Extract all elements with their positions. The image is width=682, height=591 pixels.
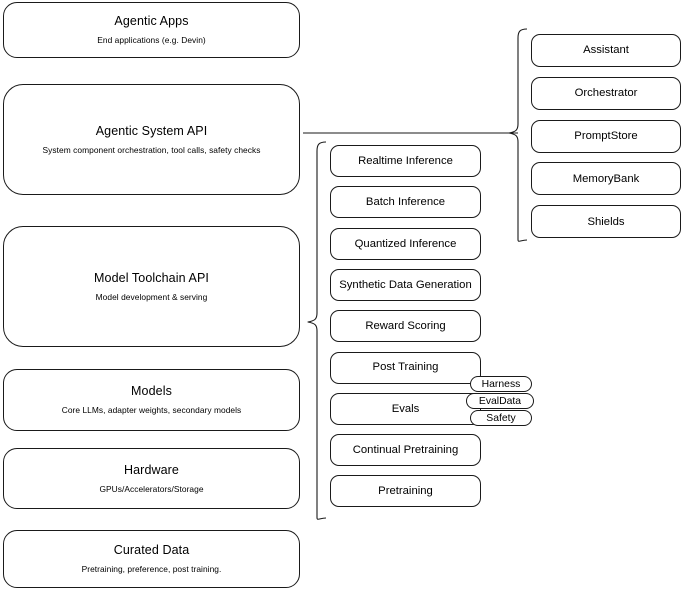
toolchain-item-post-training[interactable]: Post Training	[330, 351, 481, 384]
system-item-promptstore[interactable]: PromptStore	[531, 119, 681, 153]
layer-subtitle: System component orchestration, tool cal…	[42, 144, 261, 155]
layer-box-model-toolchain-api[interactable]: Model Toolchain API Model development & …	[3, 226, 300, 347]
system-item-shields[interactable]: Shields	[531, 205, 681, 239]
item-label: Shields	[587, 215, 625, 228]
layer-box-hardware[interactable]: Hardware GPUs/Accelerators/Storage	[3, 448, 300, 509]
layer-subtitle: GPUs/Accelerators/Storage	[99, 483, 204, 494]
layer-title: Models	[131, 384, 172, 399]
item-label: Realtime Inference	[358, 154, 453, 167]
curly-brace-agentic-system-components	[508, 28, 528, 242]
system-item-orchestrator[interactable]: Orchestrator	[531, 76, 681, 110]
toolchain-item-quantized-inference[interactable]: Quantized Inference	[330, 227, 481, 260]
eval-tag-label: Harness	[481, 378, 521, 390]
item-label: Evals	[391, 402, 420, 415]
layer-subtitle: Pretraining, preference, post training.	[81, 564, 222, 575]
layer-box-agentic-system-api[interactable]: Agentic System API System component orch…	[3, 84, 300, 195]
layer-box-models[interactable]: Models Core LLMs, adapter weights, secon…	[3, 369, 300, 431]
item-label: Orchestrator	[574, 87, 638, 100]
item-label: PromptStore	[574, 130, 638, 143]
system-item-memorybank[interactable]: MemoryBank	[531, 162, 681, 196]
layer-subtitle: End applications (e.g. Devin)	[97, 35, 206, 46]
item-label: Reward Scoring	[365, 320, 446, 333]
layer-subtitle: Model development & serving	[95, 291, 208, 302]
layer-title: Model Toolchain API	[94, 270, 209, 285]
layer-box-agentic-apps[interactable]: Agentic Apps End applications (e.g. Devi…	[3, 2, 300, 58]
item-label: Continual Pretraining	[352, 444, 459, 457]
toolchain-item-batch-inference[interactable]: Batch Inference	[330, 186, 481, 219]
eval-tag-evaldata[interactable]: EvalData	[466, 393, 534, 409]
item-label: Post Training	[372, 361, 439, 374]
toolchain-item-pretraining[interactable]: Pretraining	[330, 475, 481, 508]
item-label: Quantized Inference	[354, 237, 457, 250]
layer-title: Curated Data	[113, 543, 190, 558]
toolchain-item-continual-pretraining[interactable]: Continual Pretraining	[330, 434, 481, 467]
layer-title: Agentic Apps	[114, 14, 189, 29]
item-label: Synthetic Data Generation	[339, 278, 472, 291]
layer-title: Hardware	[124, 462, 179, 477]
eval-tag-label: Safety	[486, 412, 516, 424]
toolchain-item-reward-scoring[interactable]: Reward Scoring	[330, 310, 481, 343]
item-label: MemoryBank	[572, 172, 640, 185]
toolchain-item-realtime-inference[interactable]: Realtime Inference	[330, 145, 481, 177]
item-label: Pretraining	[378, 485, 433, 498]
item-label: Batch Inference	[365, 196, 446, 209]
item-label: Assistant	[583, 44, 629, 57]
layer-subtitle: Core LLMs, adapter weights, secondary mo…	[61, 405, 242, 416]
layer-box-curated-data[interactable]: Curated Data Pretraining, preference, po…	[3, 530, 300, 588]
eval-tag-safety[interactable]: Safety	[470, 410, 532, 426]
layer-title: Agentic System API	[95, 123, 208, 138]
toolchain-item-evals[interactable]: Evals	[330, 392, 481, 425]
eval-tag-label: EvalData	[478, 395, 522, 407]
eval-tag-harness[interactable]: Harness	[470, 376, 532, 392]
curly-brace-model-toolchain-components	[307, 141, 327, 520]
toolchain-item-synthetic-data-generation[interactable]: Synthetic Data Generation	[330, 268, 481, 301]
system-item-assistant[interactable]: Assistant	[531, 34, 681, 67]
